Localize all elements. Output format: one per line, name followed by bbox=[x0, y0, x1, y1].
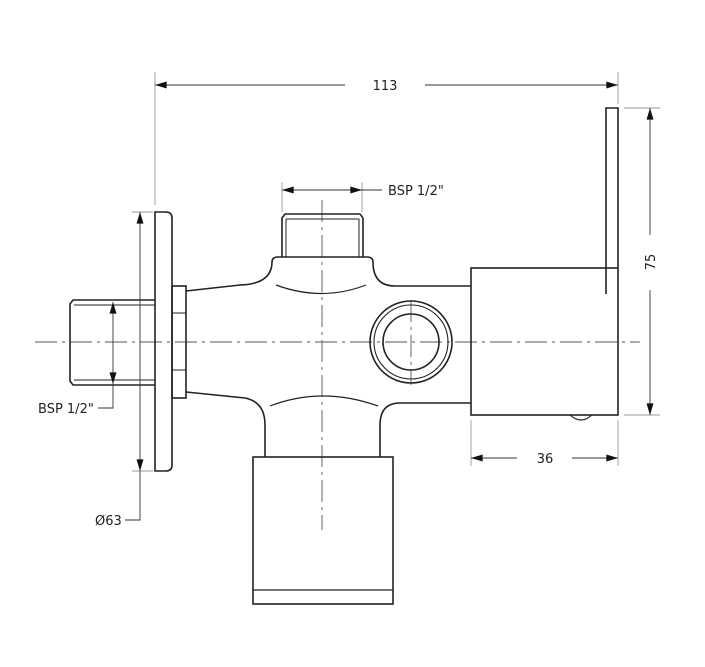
valve-body bbox=[185, 256, 471, 457]
dimension-left-thread: BSP 1/2" bbox=[38, 301, 117, 417]
dimension-label-top-bsp: BSP 1/2" bbox=[388, 184, 444, 199]
handle-block bbox=[470, 107, 619, 421]
hex-nut bbox=[171, 285, 187, 399]
dimension-top-thread: BSP 1/2" bbox=[281, 182, 444, 212]
dimension-overall-length: 113 bbox=[154, 72, 619, 205]
dimension-label-left-bsp: BSP 1/2" bbox=[38, 402, 94, 417]
wall-flange bbox=[154, 211, 173, 472]
bottom-cap bbox=[252, 456, 394, 605]
dimension-block-depth: 36 bbox=[470, 420, 619, 467]
dimension-flange-diameter: Ø63 bbox=[95, 211, 153, 529]
side-outlet-port bbox=[369, 300, 453, 384]
dimension-label-36: 36 bbox=[537, 452, 554, 467]
centerlines bbox=[35, 200, 640, 530]
dimension-height: 75 bbox=[624, 107, 660, 416]
dimension-label-75: 75 bbox=[644, 254, 659, 271]
dimension-label-diameter: Ø63 bbox=[95, 514, 122, 529]
left-threaded-nipple bbox=[69, 299, 155, 386]
top-threaded-port bbox=[281, 213, 364, 257]
dimension-label-113: 113 bbox=[373, 79, 398, 94]
